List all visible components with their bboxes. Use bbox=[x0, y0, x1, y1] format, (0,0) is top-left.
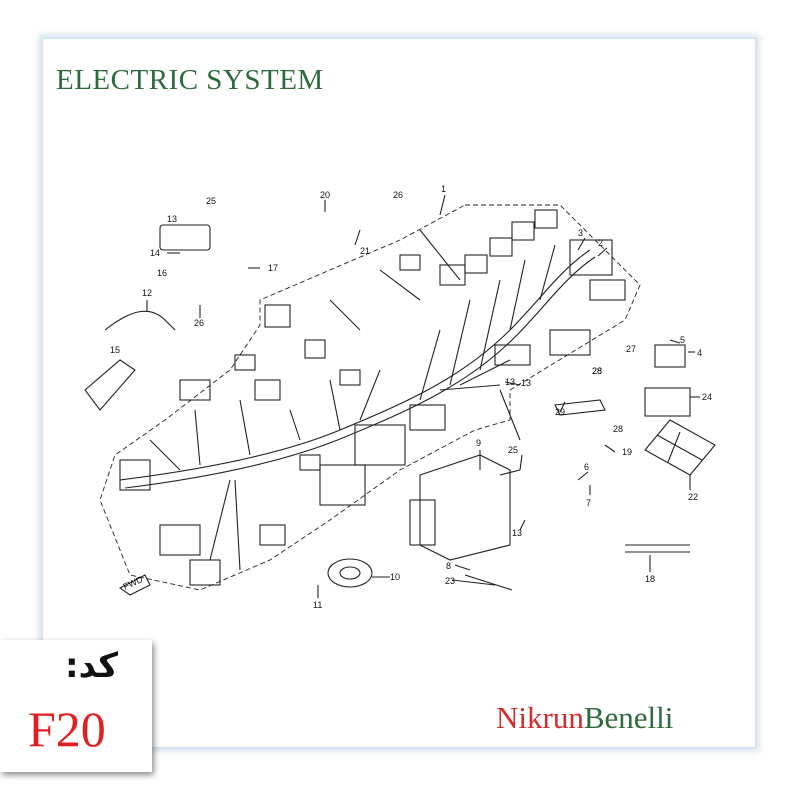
callout-1: 1 bbox=[441, 184, 446, 194]
callout-4: 4 bbox=[697, 348, 702, 358]
callout-9: 9 bbox=[476, 438, 481, 448]
callout-28-a: 28 bbox=[592, 366, 602, 376]
callout-28-c: 28 bbox=[592, 366, 602, 376]
callout-26-a: 26 bbox=[393, 190, 403, 200]
page-title: ELECTRIC SYSTEM bbox=[56, 64, 324, 96]
callout-18: 18 bbox=[645, 574, 655, 584]
callout-16: 16 bbox=[157, 268, 167, 278]
callout-13-b: 13 bbox=[521, 378, 531, 388]
callout-19: 19 bbox=[622, 447, 632, 457]
callout-13-c: 13 bbox=[512, 528, 522, 538]
part-code-box: کد: F20 bbox=[0, 640, 152, 772]
brand-part-1: Nikrun bbox=[496, 700, 584, 735]
callout-25-b: 25 bbox=[508, 445, 518, 455]
callout-13-a: 13 bbox=[167, 214, 177, 224]
callout-8: 8 bbox=[446, 561, 451, 571]
callout-22: 22 bbox=[688, 492, 698, 502]
callout-13-d: 13 bbox=[505, 377, 515, 387]
callout-20: 20 bbox=[320, 190, 330, 200]
code-value: F20 bbox=[28, 701, 106, 757]
callout-2: 2 bbox=[598, 238, 603, 248]
callout-27: 27 bbox=[626, 344, 636, 354]
callout-28-b: 28 bbox=[613, 424, 623, 434]
callout-7: 7 bbox=[586, 498, 591, 508]
callout-3: 3 bbox=[578, 228, 583, 238]
callout-17: 17 bbox=[268, 263, 278, 273]
callout-10: 10 bbox=[390, 572, 400, 582]
callout-23: 23 bbox=[445, 576, 455, 586]
callout-29: 29 bbox=[555, 407, 565, 417]
brand-watermark: NikrunBenelli bbox=[496, 700, 673, 736]
callout-6: 6 bbox=[584, 462, 589, 472]
callout-14: 14 bbox=[150, 248, 160, 258]
callout-26-b: 26 bbox=[194, 318, 204, 328]
code-label: کد: bbox=[64, 646, 118, 686]
callout-11: 11 bbox=[313, 600, 322, 610]
brand-part-2: Benelli bbox=[583, 700, 674, 735]
callout-25-a: 25 bbox=[206, 196, 216, 206]
diagram-card bbox=[42, 38, 756, 748]
callout-5: 5 bbox=[680, 335, 685, 345]
callout-21: 21 bbox=[360, 246, 370, 256]
callout-15: 15 bbox=[110, 345, 120, 355]
callout-12: 12 bbox=[142, 288, 152, 298]
callout-24: 24 bbox=[702, 392, 712, 402]
